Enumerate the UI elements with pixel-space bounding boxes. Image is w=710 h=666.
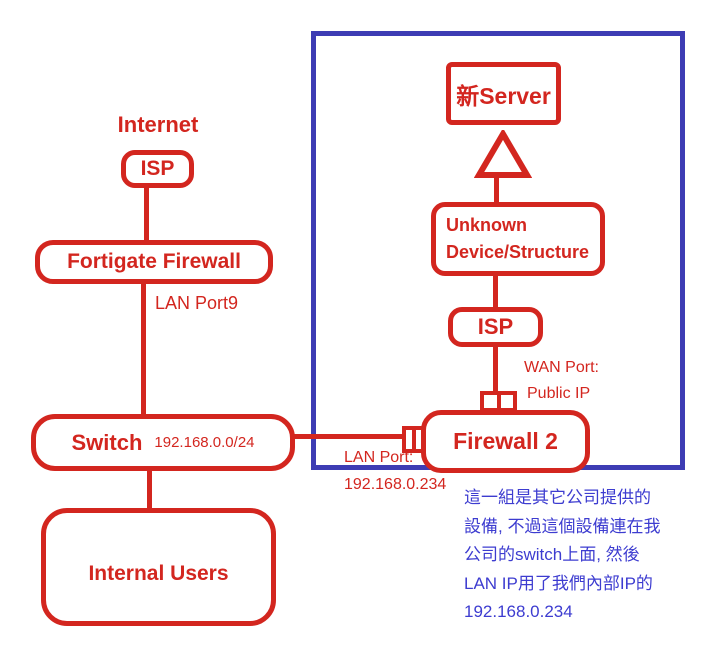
link-fortigate-switch [141,282,146,416]
annotation-line: 公司的switch上面, 然後 [464,545,640,564]
link-unknown-device-isp [493,276,498,309]
wan-port-connector-divider [496,395,501,408]
firewall2-node: Firewall 2 [421,410,590,473]
annotation-line: 192.168.0.234 [464,602,573,621]
isp-node-left: ISP [121,150,194,188]
link-isp-firewall2 [493,347,498,394]
annotation-line: LAN IP用了我們內部IP的 [464,573,653,593]
isp-node-left-label: ISP [140,157,175,180]
isp-node-right: ISP [448,307,543,347]
lan-port-connector-icon [402,426,425,453]
unknown-device-label-line1: Unknown [446,215,527,235]
annotation-note: 這一組是其它公司提供的 設備, 不過這個設備連在我 公司的switch上面, 然… [464,484,696,627]
fortigate-firewall-label: Fortigate Firewall [67,250,241,273]
unknown-device-label-line2: Device/Structure [446,242,590,262]
public-ip-label: Public IP [527,385,591,402]
link-switch-internal-users [147,469,152,510]
switch-node: Switch 192.168.0.0/24 [31,414,295,471]
lan-port-connector-divider [411,430,416,449]
link-arrow-unknown-device [494,177,499,204]
firewall2-label: Firewall 2 [453,428,558,454]
lan-port9-label: LAN Port9 [155,293,239,313]
isp-node-right-label: ISP [477,314,514,339]
new-server-node: 新Server [446,62,561,125]
annotation-line: 設備, 不過這個設備連在我 [464,516,661,536]
wan-port-label: WAN Port: [524,359,599,376]
switch-subnet-label: 192.168.0.0/24 [154,434,255,451]
link-isp-fortigate [144,186,149,242]
lan-ip-label: 192.168.0.234 [344,476,447,493]
link-switch-firewall2 [294,434,422,439]
lan-port-label: LAN Port: [344,449,414,466]
internet-label: Internet [117,112,199,137]
wan-port-connector-icon [480,391,517,412]
unknown-device-node: Unknown Device/Structure [431,202,605,276]
internal-users-label: Internal Users [88,562,229,585]
internal-users-node: Internal Users [41,508,276,626]
switch-label: Switch [71,429,143,455]
new-server-label: 新Server [456,82,551,109]
fortigate-firewall-node: Fortigate Firewall [35,240,273,284]
annotation-line: 這一組是其它公司提供的 [464,488,651,507]
up-arrow-icon [474,130,532,178]
